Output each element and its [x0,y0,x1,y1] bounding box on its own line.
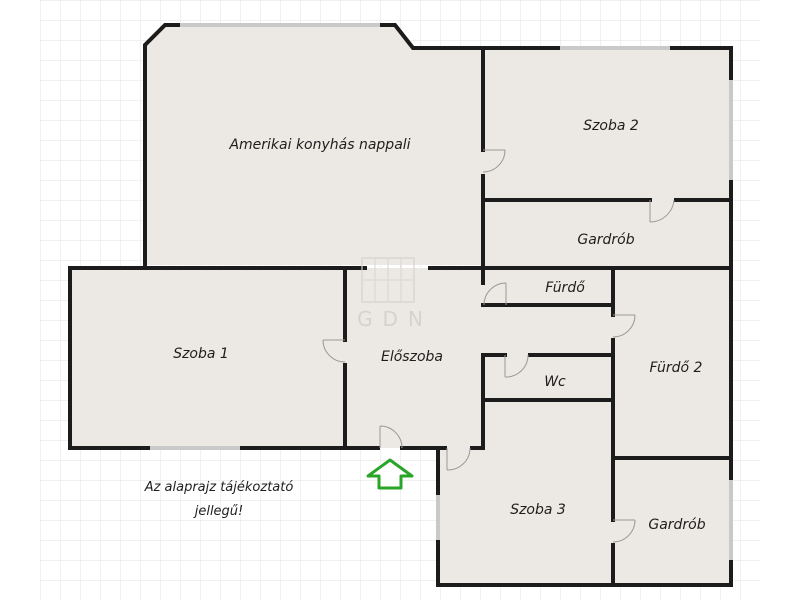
room-label-wardrobe-bottom: Gardrób [648,517,705,533]
room-label-bath2: Fürdő 2 [650,360,703,376]
disclaimer-line-1: Az alaprajz tájékoztató [144,480,294,495]
door-entrance [379,425,403,449]
door-wardrobe-top [649,199,675,223]
windows [150,23,733,560]
room-label-room3: Szoba 3 [510,502,566,518]
watermark-text: GDN [357,307,433,331]
door-swings [322,149,675,543]
room-label-wc: Wc [544,374,566,390]
door-wardrobe-bottom [612,519,636,543]
room-label-bath1: Fürdő [545,280,585,296]
room-label-hall: Előszoba [381,349,443,365]
disclaimer-line-2: jellegű! [193,504,244,519]
door-room3 [446,447,471,471]
door-room1 [322,339,346,363]
room-label-wardrobe-top: Gardrób [577,232,634,248]
door-living-room2 [482,149,506,173]
room-label-living-kitchen: Amerikai konyhás nappali [228,137,410,153]
door-wc [504,354,529,378]
room-label-room1: Szoba 1 [173,346,229,362]
gdn-logo-icon [361,257,415,303]
floor-fill [70,25,731,585]
door-bath2 [612,314,636,338]
entrance-arrow-icon [366,458,414,490]
room-label-room2: Szoba 2 [583,118,639,134]
door-bath1 [483,282,507,306]
